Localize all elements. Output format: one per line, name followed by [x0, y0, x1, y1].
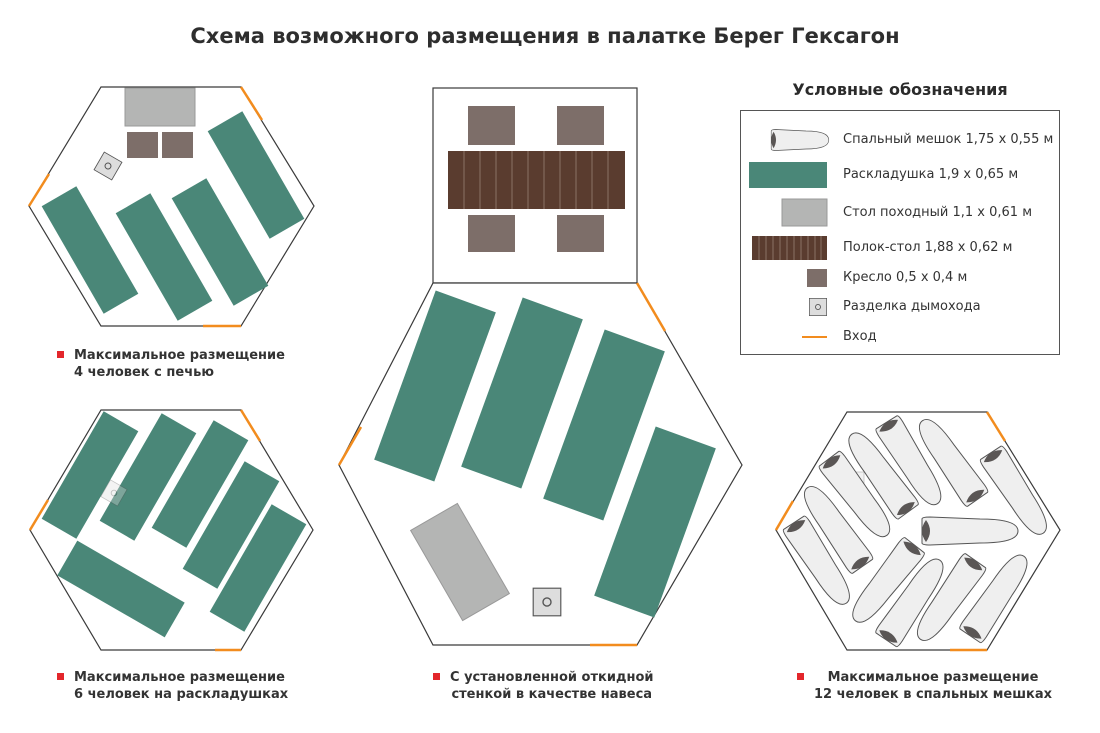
layout-4-people-with-stove — [27, 86, 315, 328]
caption-line: Максимальное размещение — [74, 670, 285, 685]
legend-label-camp-table: Стол походный 1,1 х 0,61 м — [843, 205, 1032, 220]
caption-top-left: Максимальное размещение 4 человек с печь… — [57, 347, 285, 381]
chair — [162, 132, 193, 158]
caption-line: 12 человек в спальных мешках — [814, 687, 1053, 702]
caption-center: С установленной откидной стенкой в качес… — [433, 669, 654, 703]
chair — [468, 106, 515, 145]
caption-line: стенкой в качестве навеса — [451, 687, 653, 702]
camp-table-icon — [781, 198, 828, 227]
entrance-marker — [239, 409, 262, 442]
caption-line: Максимальное размещение — [827, 670, 1039, 685]
chair — [557, 215, 604, 252]
legend-label-entrance: Вход — [843, 329, 877, 344]
legend-title: Условные обозначения — [792, 80, 1008, 99]
entrance-marker — [985, 411, 1007, 442]
chimney-pass-icon — [532, 587, 562, 617]
entrance-marker — [239, 86, 264, 121]
legend-label-cot: Раскладушка 1,9 х 0,65 м — [843, 167, 1019, 182]
bullet-icon — [797, 673, 804, 680]
chair — [557, 106, 604, 145]
cot-icon — [749, 162, 827, 188]
chair — [468, 215, 515, 252]
bullet-icon — [57, 673, 64, 680]
layout-12-people-sleeping-bags — [774, 411, 1061, 652]
legend-icons — [749, 129, 830, 338]
sleeping-bag — [921, 516, 1019, 546]
legend-box — [740, 110, 1060, 355]
chair-icon — [807, 269, 827, 287]
entrance-marker — [635, 282, 667, 332]
layout-with-awning — [337, 87, 743, 647]
page-title: Схема возможного размещения в палатке Бе… — [190, 24, 900, 48]
entrance-marker — [27, 173, 51, 207]
caption-right: Максимальное размещение 12 человек в спа… — [797, 669, 1053, 703]
legend-label-chair: Кресло 0,5 х 0,4 м — [843, 270, 968, 285]
camp-table — [124, 87, 196, 127]
entrance-marker — [28, 499, 50, 531]
chair — [127, 132, 158, 158]
caption-line: Максимальное размещение — [74, 348, 285, 363]
entrance-marker — [774, 500, 795, 531]
legend-label-chimney-pass: Разделка дымохода — [843, 299, 981, 314]
shelf-table — [448, 151, 625, 209]
caption-line: С установленной откидной — [450, 670, 654, 685]
entrance-marker — [337, 426, 363, 466]
bullet-icon — [433, 673, 440, 680]
caption-line: 6 человек на раскладушках — [74, 687, 289, 702]
legend-label-shelf-table: Полок-стол 1,88 х 0,62 м — [843, 240, 1013, 255]
caption-bottom-left: Максимальное размещение 6 человек на рас… — [57, 669, 289, 703]
bullet-icon — [57, 351, 64, 358]
legend-label-sleeping-bag: Спальный мешок 1,75 х 0,55 м — [843, 132, 1054, 147]
shelf-table-icon — [752, 236, 827, 260]
layout-6-people-cots — [28, 409, 314, 652]
camp-table — [409, 502, 511, 622]
caption-line: 4 человек с печью — [74, 365, 214, 380]
